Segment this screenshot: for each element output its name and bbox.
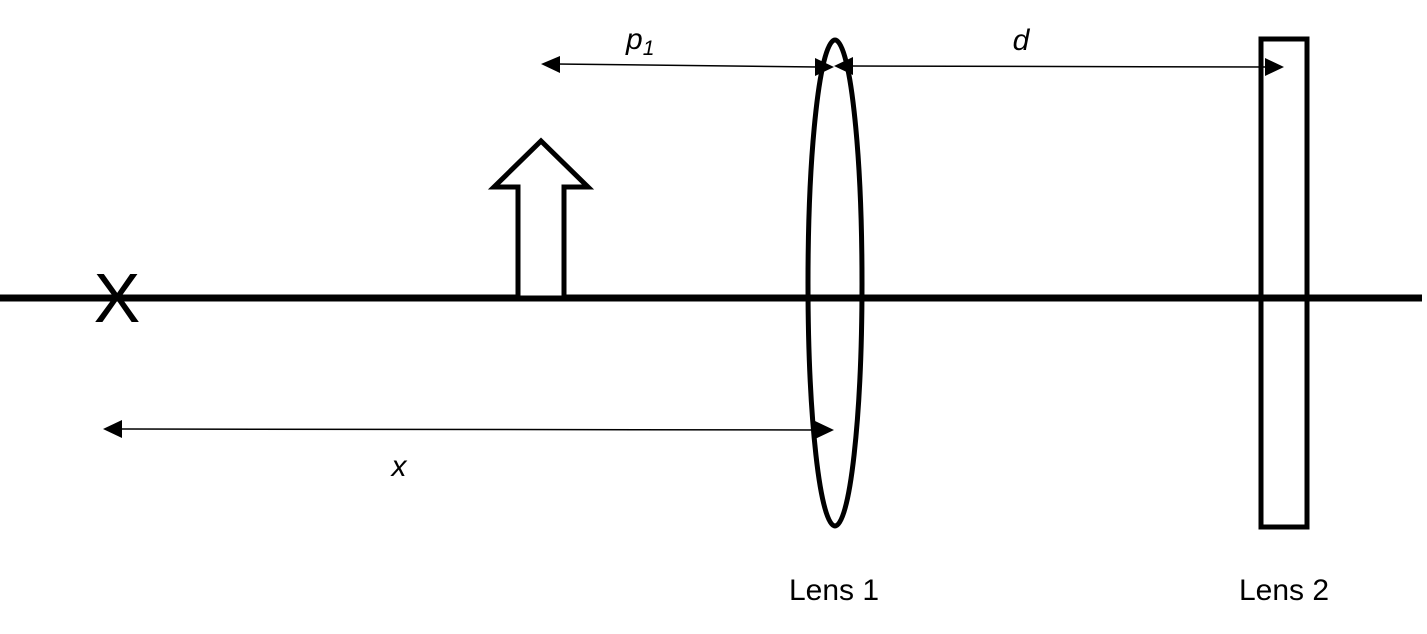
- point-marker-x: X: [94, 259, 141, 337]
- lens-1: [805, 37, 865, 529]
- label-lens-1: Lens 1: [789, 574, 879, 607]
- label-p1-subscript: 1: [643, 37, 655, 60]
- d-arrowhead-right: [1265, 58, 1284, 76]
- p1-arrowhead-left: [541, 56, 560, 73]
- lens-2: [1258, 36, 1310, 530]
- x-dimension-arrow: [103, 420, 834, 439]
- label-p1-main: p: [625, 23, 643, 56]
- x-arrowhead-right: [815, 421, 834, 439]
- p1-dimension-arrow: [541, 56, 834, 76]
- d-dimension-arrow: [834, 57, 1284, 76]
- d-arrowhead-left: [834, 57, 853, 75]
- p1-arrowhead-right: [815, 58, 834, 76]
- label-d: d: [1013, 24, 1031, 57]
- label-lens-2: Lens 2: [1239, 574, 1329, 607]
- object-arrow: [487, 137, 595, 301]
- label-p1: p1: [625, 23, 654, 60]
- label-x: x: [390, 450, 408, 483]
- x-arrowhead-left: [103, 420, 122, 438]
